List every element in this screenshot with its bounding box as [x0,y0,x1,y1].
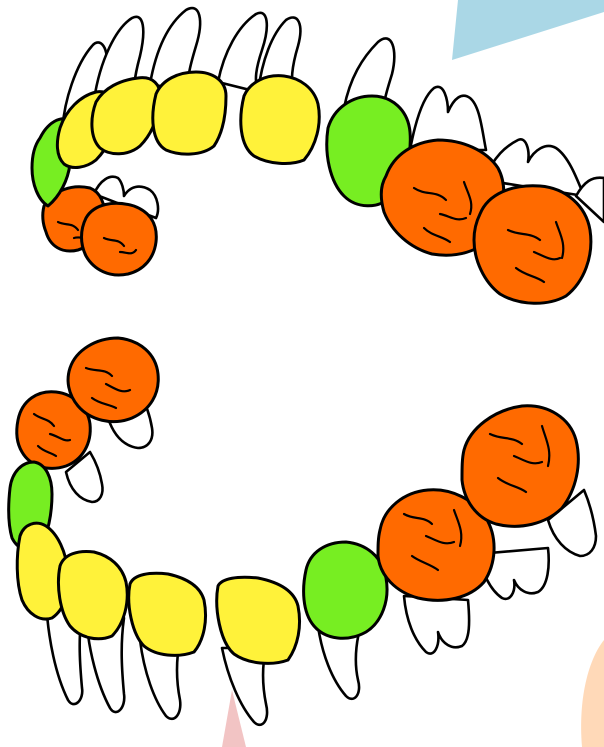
decorative-blue-triangle [452,0,604,60]
lower-molar-right-2 [462,406,578,526]
upper-left-molar-2 [82,203,157,275]
lower-incisor-2 [58,552,127,639]
lower-left-molar-2 [68,338,158,422]
upper-molar-right-2 [474,186,591,304]
lower-canine-right [304,542,387,638]
lower-root-molar-a [404,596,469,654]
lower-incisor-4 [217,577,300,663]
upper-incisor-3 [153,72,226,154]
lower-incisor-3 [129,573,206,655]
decorative-peach-shape [581,640,604,747]
lower-arch [9,338,596,725]
upper-arch [32,8,604,303]
upper-incisor-4 [241,76,319,164]
